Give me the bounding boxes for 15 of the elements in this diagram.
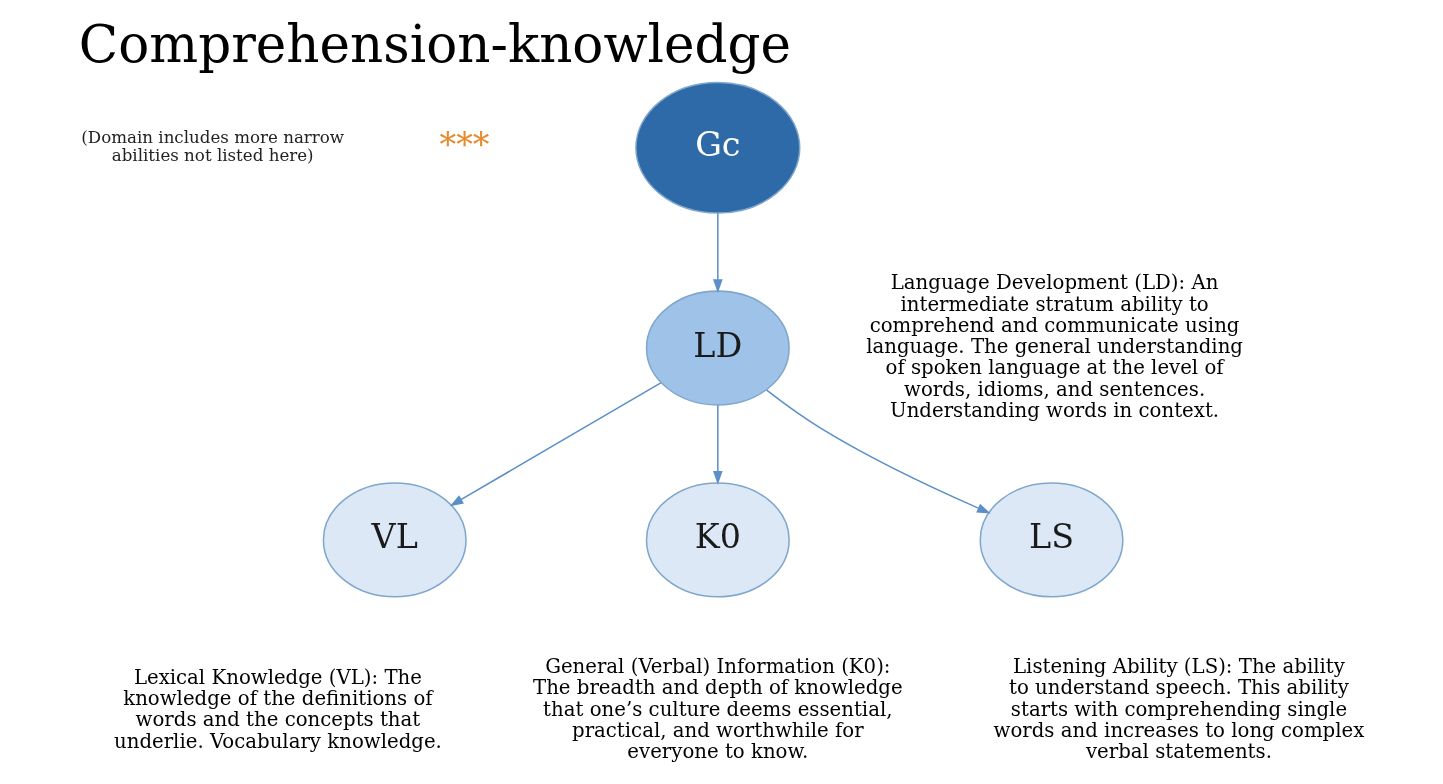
arrow xyxy=(712,212,723,294)
diagram-title: Comprehension-knowledge xyxy=(78,13,791,74)
node-label: General (Verbal) Information (K0): The breadth and depth of knowledge that one’s culture deems essential, practical, and worthwhile for everyone to know. xyxy=(532,655,903,764)
arrow xyxy=(765,389,991,514)
node-label: Listening Ability (LS): The ability to understand speech. This ability starts with comprehending single words and increases to long complex verbal statements. xyxy=(993,655,1364,764)
node-ellipse: Gc xyxy=(634,81,800,214)
node-ellipse: K0 xyxy=(645,482,790,598)
node-label: Lexical Knowledge (VL): The knowledge of the definitions of words and the concepts that underlie. Vocabulary knowledge. xyxy=(113,665,442,753)
arrow xyxy=(712,404,723,485)
node-ellipse: LD xyxy=(645,290,790,406)
node-ellipse: LS xyxy=(979,482,1124,598)
arrow xyxy=(449,382,662,507)
node-label: Language Development (LD): An intermediate stratum ability to comprehend and communicate using language. The general understanding of spoken language at the level of words, idioms, and sentences. Understanding words in context. xyxy=(865,271,1243,422)
label: *** xyxy=(438,125,490,165)
label: (Domain includes more narrow abilities not listed here) xyxy=(80,127,344,166)
